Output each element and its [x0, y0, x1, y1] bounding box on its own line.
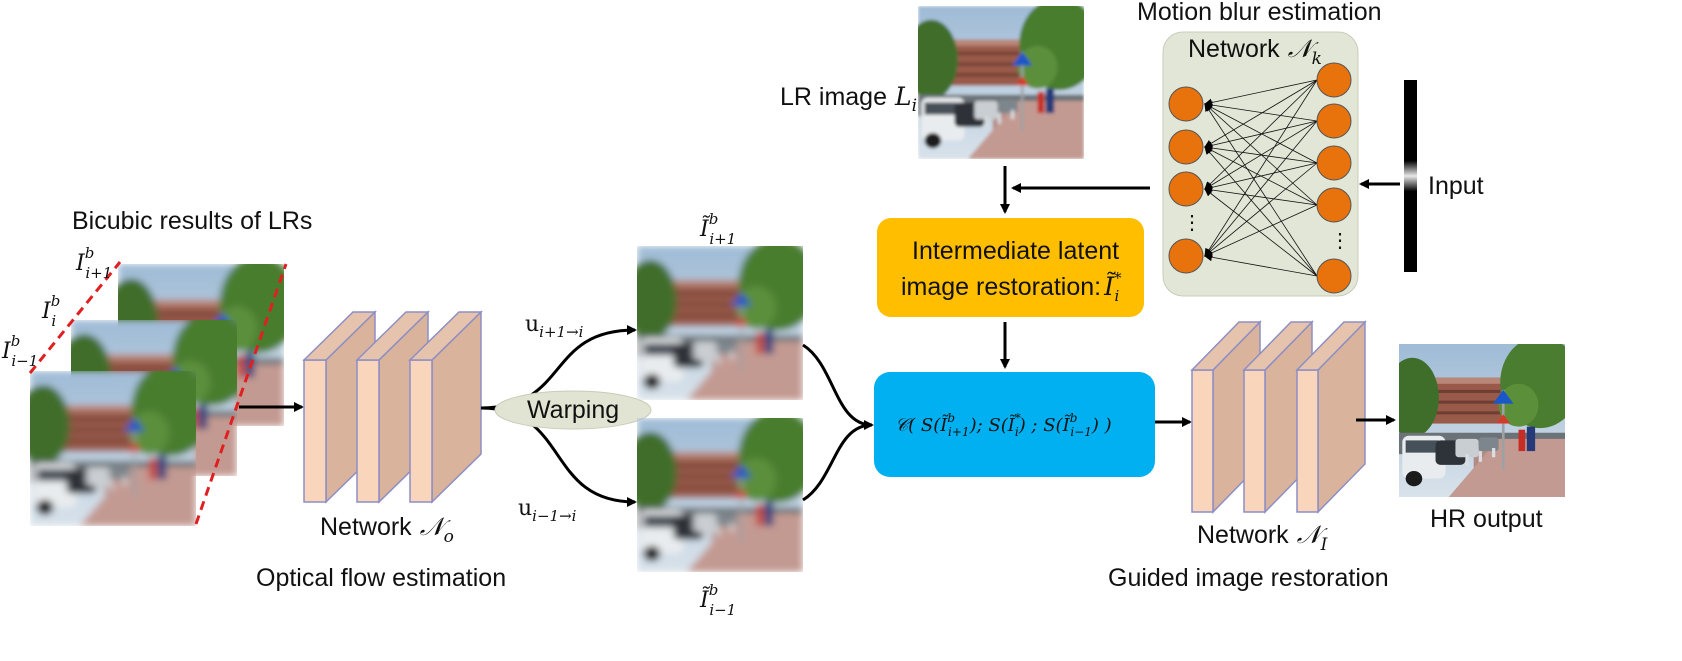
input-ellipsis: ⋮ — [1330, 230, 1350, 252]
bicubic-image-stack — [28, 261, 288, 526]
input-node — [1316, 103, 1352, 139]
latent-restoration-box: Intermediate latent image restoration:Ĩ*… — [877, 218, 1144, 317]
input-node — [1316, 145, 1352, 181]
guided-restoration-network — [1190, 320, 1367, 514]
input-kernel-bar — [1404, 80, 1417, 272]
warping-ellipse: Warping — [494, 390, 652, 430]
input-label: Input — [1428, 172, 1484, 200]
flow-u-plus-label: ui+1→i — [525, 312, 584, 341]
warping-label: Warping — [527, 396, 619, 424]
network-connection — [1204, 79, 1318, 107]
optical-flow-network — [302, 310, 483, 504]
input-node — [1316, 258, 1352, 294]
network-connection — [1204, 79, 1318, 190]
hr-output-label: HR output — [1430, 505, 1543, 533]
network-connection — [1204, 103, 1318, 164]
input-node — [1316, 187, 1352, 223]
layer-block-3 — [408, 310, 483, 504]
network-connection — [1204, 204, 1318, 257]
stack-dashed-edge-right — [194, 263, 288, 525]
output-node — [1168, 238, 1204, 274]
output-node — [1168, 86, 1204, 122]
input-layer-nodes: ⋮ — [1316, 62, 1352, 294]
network-connection — [1204, 146, 1318, 277]
output-layer-nodes: ⋮ — [1168, 86, 1204, 274]
motion-blur-title: Motion blur estimation — [1137, 0, 1382, 26]
network-connection — [1204, 79, 1318, 257]
hr-output-image — [1399, 344, 1565, 497]
network-connection — [1204, 188, 1318, 277]
guided-restoration-label: Guided image restoration — [1108, 564, 1389, 592]
svg-text:Ibi: Ibi — [41, 292, 60, 330]
svg-text:Ibi+1: Ibi+1 — [75, 244, 112, 282]
output-node — [1168, 129, 1204, 165]
network-connection — [1204, 186, 1318, 206]
network-connection — [1204, 120, 1318, 257]
input-node — [1316, 62, 1352, 98]
optical-flow-label: Optical flow estimation — [256, 564, 506, 592]
latent-line-2: image restoration:Ĩ*i — [901, 269, 1122, 305]
svg-text:Ibi−1: Ibi−1 — [1, 332, 38, 370]
warped-image-next — [637, 246, 803, 400]
merge-curve-lower — [802, 423, 873, 502]
network-connection — [1204, 146, 1318, 206]
flow-u-minus-label: ui−1→i — [518, 496, 577, 525]
network-connection — [1204, 103, 1318, 277]
network-connection — [1204, 79, 1318, 148]
network-connection — [1204, 103, 1318, 206]
lr-image — [918, 6, 1084, 159]
warped-image-prev — [637, 418, 803, 572]
latent-line-1: Intermediate latent — [912, 237, 1119, 265]
network-connections — [1204, 79, 1318, 277]
output-ellipsis: ⋮ — [1182, 212, 1202, 234]
stack-dashed-edge-left — [28, 261, 122, 374]
network-connection — [1204, 120, 1318, 150]
network-connection — [1204, 101, 1318, 122]
bicubic-image-prev — [30, 371, 196, 526]
network-connection — [1204, 162, 1318, 257]
output-node — [1168, 171, 1204, 207]
network-connection — [1204, 253, 1318, 277]
bicubic-title: Bicubic results of LRs — [72, 207, 312, 235]
layer-block-3 — [1295, 320, 1367, 514]
merge-curve-upper — [802, 343, 874, 430]
